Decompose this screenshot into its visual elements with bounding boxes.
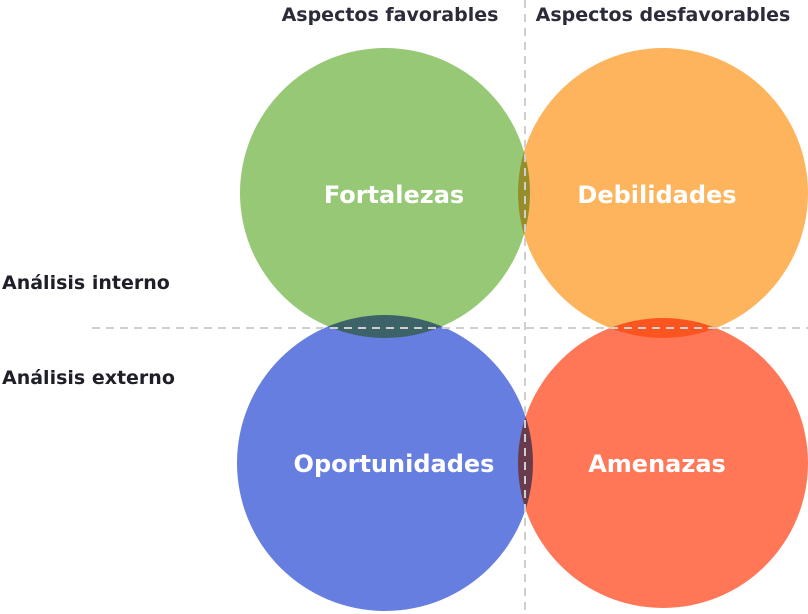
- weaknesses-label: Debilidades: [577, 181, 736, 209]
- opportunities-circle: [237, 315, 533, 611]
- column-label-favorable: Aspectos favorables: [282, 4, 499, 26]
- column-label-unfavorable: Aspectos desfavorables: [536, 4, 791, 26]
- threats-label: Amenazas: [588, 450, 726, 478]
- opportunities-label: Oportunidades: [294, 450, 495, 478]
- row-label-external: Análisis externo: [2, 367, 175, 389]
- strengths-circle: [240, 48, 530, 338]
- row-label-internal: Análisis interno: [2, 272, 170, 294]
- strengths-label: Fortalezas: [324, 181, 464, 209]
- weaknesses-circle: [518, 48, 808, 338]
- circles-group: [237, 48, 808, 611]
- threats-circle: [518, 318, 808, 608]
